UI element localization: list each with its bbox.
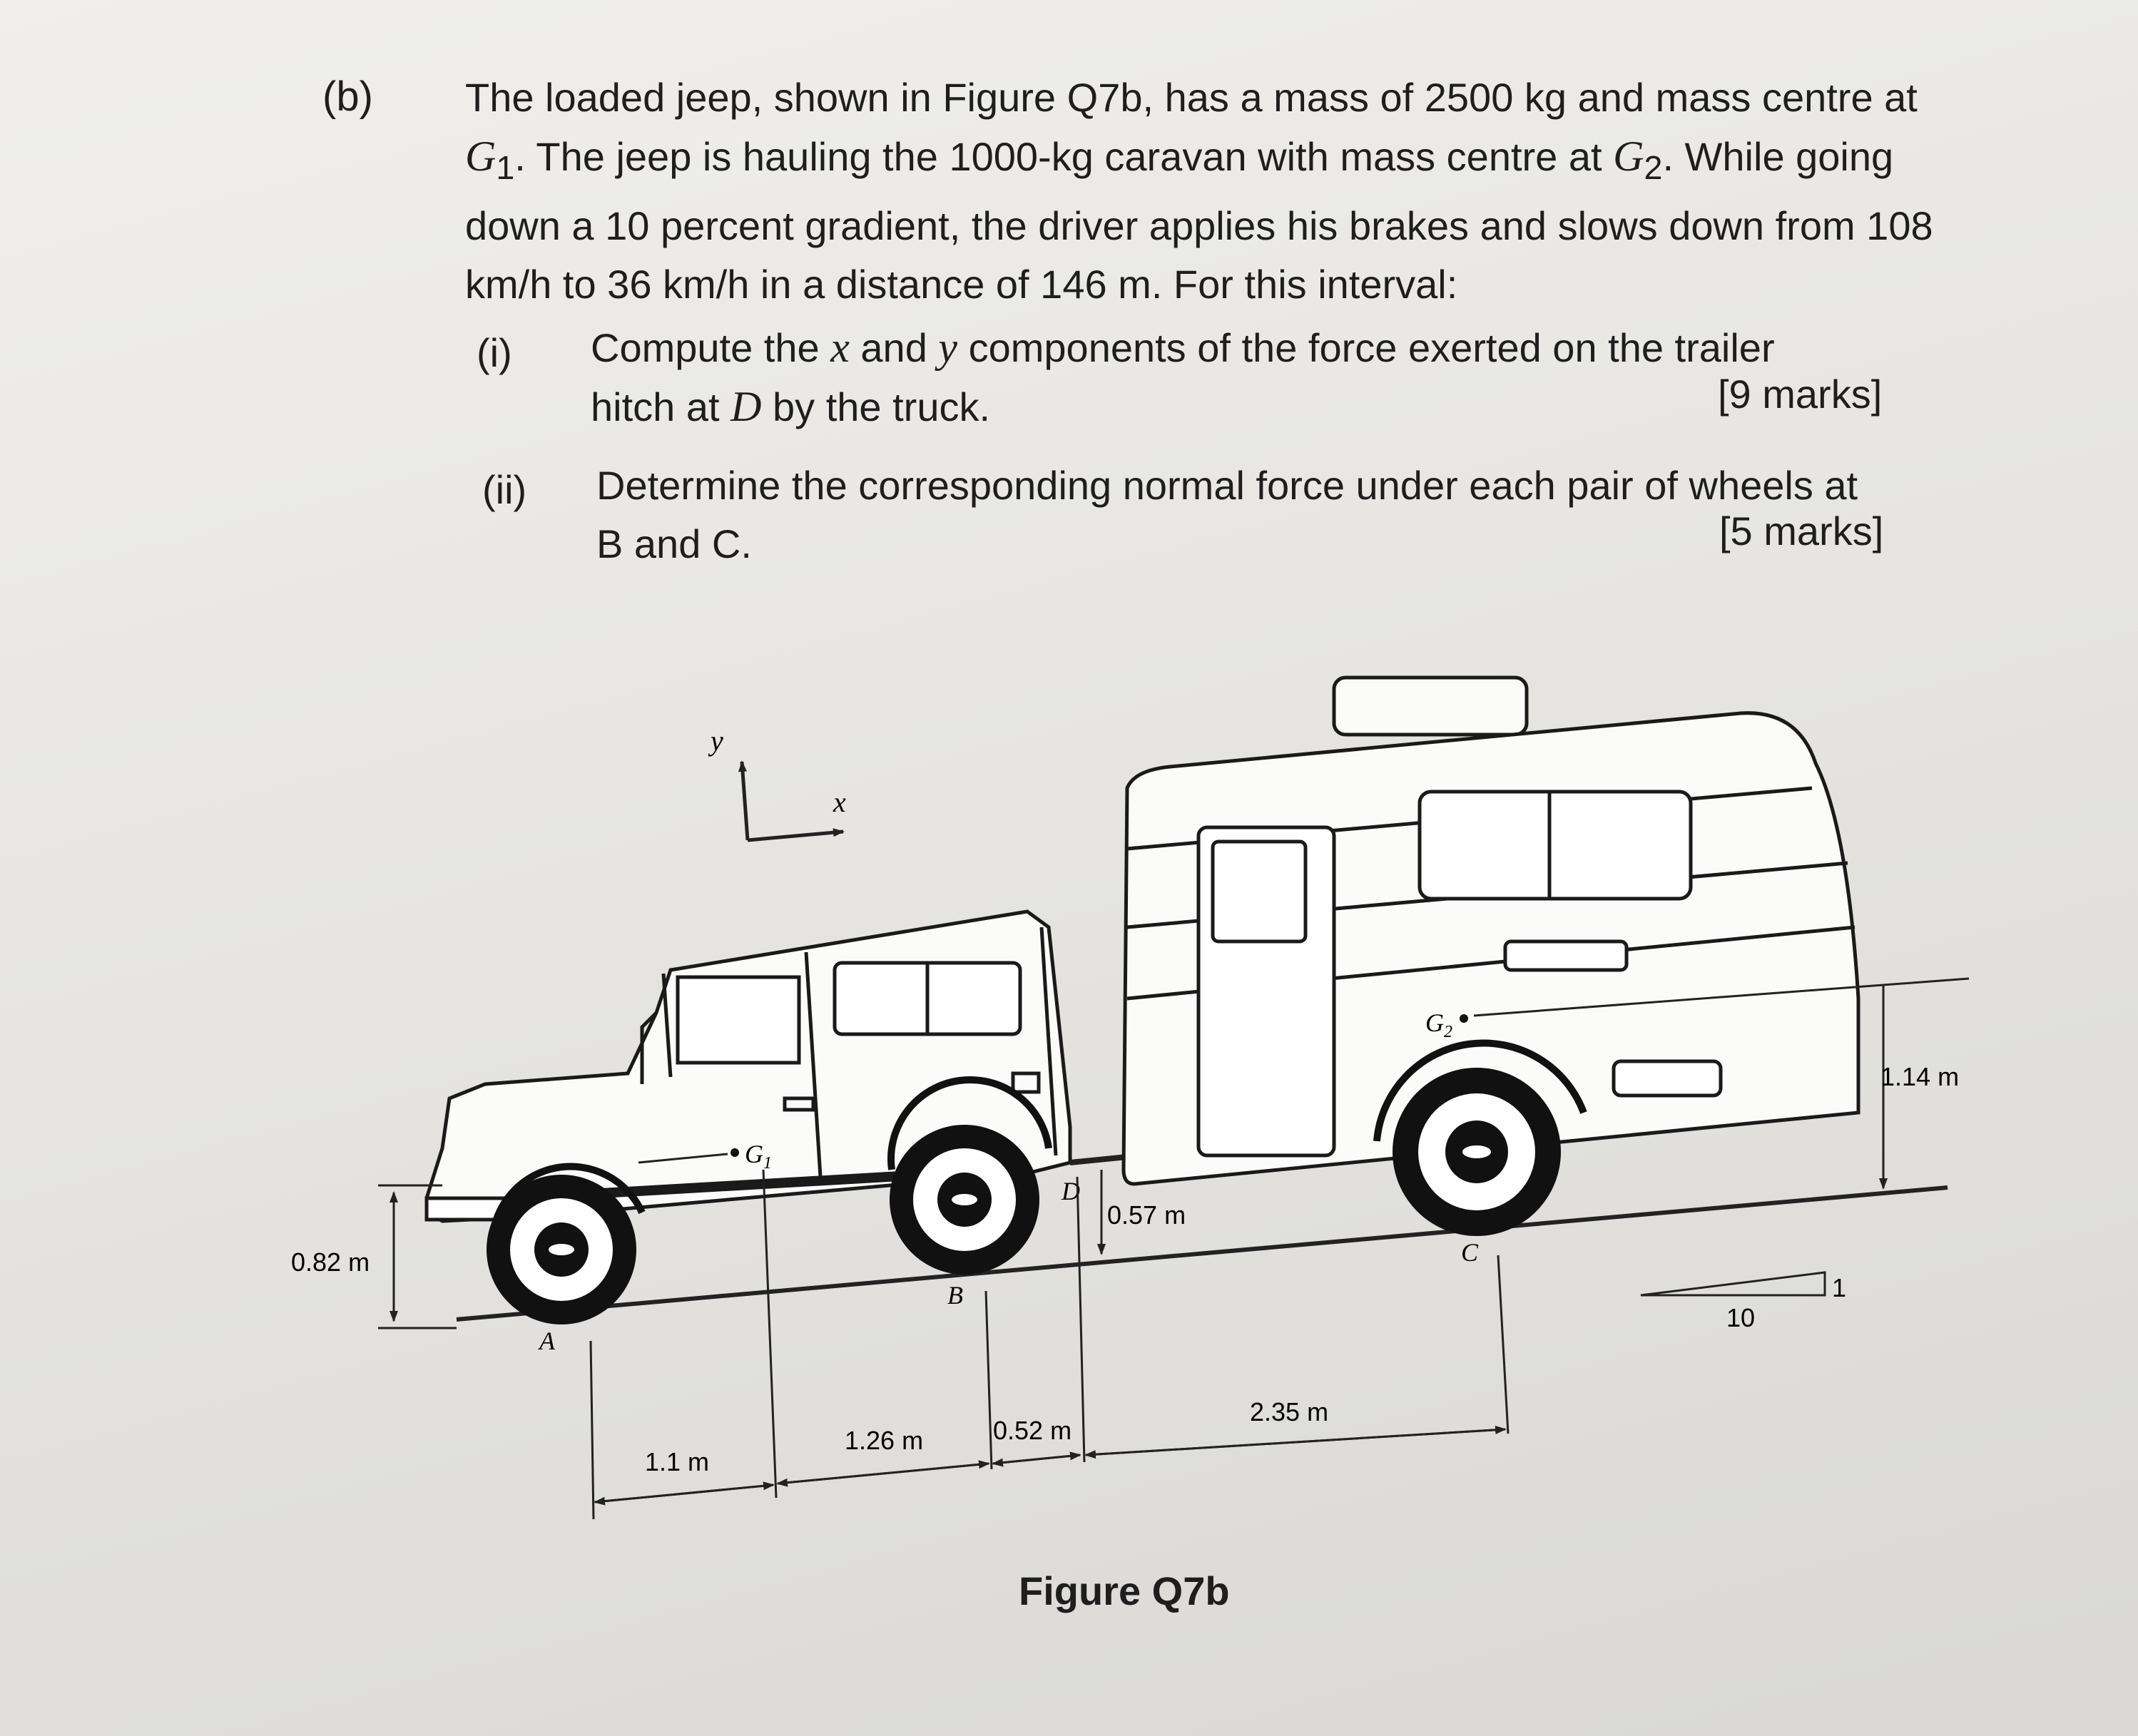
x-symbol: x (830, 324, 850, 371)
g2-label: G2 (1425, 1009, 1452, 1041)
dim-0.82-label: 0.82 m (291, 1247, 370, 1277)
caravan-wheel-icon (1373, 1039, 1587, 1236)
jeep-front-wheel-icon (487, 1163, 646, 1324)
part-ii-marks: [5 marks] (1719, 509, 1884, 553)
dim-0.82 (378, 1184, 457, 1329)
part-i-t3: components of the force exerted on the t… (957, 325, 1775, 370)
dim-0.57-label: 0.57 m (1107, 1200, 1186, 1230)
question-label: (b) (322, 73, 373, 120)
g1-symbol: G (465, 133, 497, 180)
part-i-text: Compute the x and y components of the fo… (591, 318, 1932, 436)
point-b-label: B (947, 1281, 963, 1309)
dim-2.35-label: 2.35 m (1250, 1397, 1328, 1426)
dim-1.1-label: 1.1 m (645, 1447, 709, 1476)
part-ii-text: Determine the corresponding normal force… (596, 456, 1952, 573)
g1-ref-line (638, 1153, 728, 1164)
g1-subscript: 1 (496, 149, 515, 187)
dim-1.26-label: 1.26 m (845, 1426, 923, 1455)
g1-point (731, 1148, 739, 1157)
g2-symbol: G (1613, 133, 1644, 180)
para-text-3: . While going down a 10 percent gradient… (465, 134, 1933, 307)
part-i-number: (i) (477, 330, 512, 375)
caravan-drawing (1121, 675, 1860, 1186)
part-i-t1: Compute the (591, 325, 831, 370)
dim-horizontal-lines (594, 1425, 1507, 1506)
axis-y-label: y (708, 725, 723, 757)
point-a-label: A (538, 1327, 556, 1355)
part-i-t4: hitch at (591, 384, 731, 429)
question-paragraph: The loaded jeep, shown in Figure Q7b, ha… (465, 68, 1956, 314)
para-text-2: . The jeep is hauling the 1000-kg carava… (514, 134, 1614, 179)
y-symbol: y (938, 324, 958, 371)
part-ii-number: (ii) (482, 467, 527, 512)
g2-ref-line (1473, 977, 1970, 1017)
d-symbol: D (731, 383, 762, 430)
slope-rise-label: 1 (1832, 1273, 1846, 1302)
dim-extension-lines (589, 1169, 1510, 1520)
g1-label: G1 (745, 1140, 772, 1173)
dim-1.14-label: 1.14 m (1880, 1062, 1959, 1091)
g2-subscript: 2 (1644, 149, 1663, 187)
part-ii-line1: Determine the corresponding normal force… (596, 463, 1858, 508)
part-i-t2: and (849, 325, 939, 370)
figure-caption: Figure Q7b (1019, 1568, 1230, 1613)
axes-icon (738, 760, 845, 842)
para-text-1: The loaded jeep, shown in Figure Q7b, ha… (465, 75, 1918, 120)
g2-point (1460, 1014, 1468, 1023)
slope-icon (1640, 1271, 1826, 1297)
dim-0.52-label: 0.52 m (993, 1416, 1071, 1445)
jeep-rear-wheel-icon (887, 1076, 1052, 1275)
axis-x-label: x (833, 786, 846, 818)
part-i-marks: [9 marks] (1718, 372, 1883, 417)
point-c-label: C (1461, 1238, 1479, 1267)
part-ii-line2: B and C. (596, 521, 752, 566)
part-i-t5: by the truck. (761, 384, 991, 429)
slope-run-label: 10 (1726, 1303, 1755, 1332)
ground-line (456, 1185, 1948, 1322)
